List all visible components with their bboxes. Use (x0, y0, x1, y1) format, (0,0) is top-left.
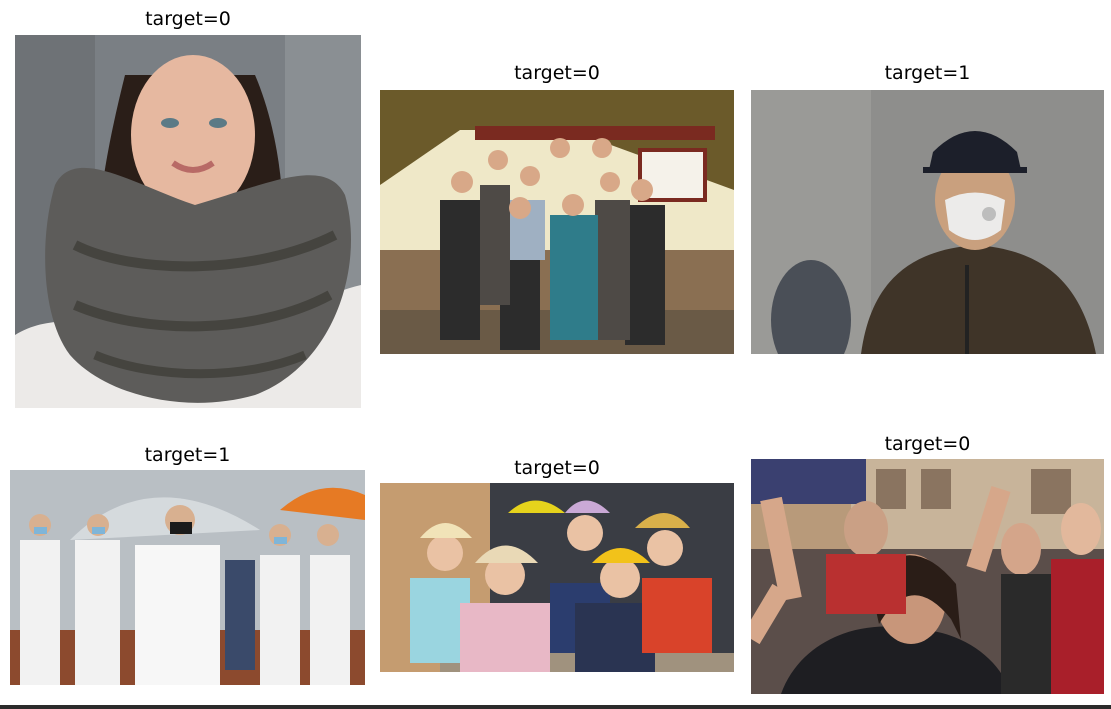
panel-4-image (10, 470, 365, 685)
panel-3-image (751, 90, 1104, 354)
panel-3-title: target=1 (884, 62, 971, 84)
bottom-divider (0, 705, 1111, 709)
panel-3: target=1 (751, 62, 1104, 354)
panel-5-image (380, 483, 734, 672)
panel-5: target=0 (380, 457, 734, 672)
panel-1: target=0 (15, 8, 361, 408)
panel-4: target=1 (10, 444, 365, 685)
panel-1-title: target=0 (145, 8, 231, 30)
panel-2-image (380, 90, 734, 354)
panel-2-title: target=0 (514, 62, 600, 84)
panel-6: target=0 (751, 433, 1104, 694)
panel-2: target=0 (380, 62, 734, 354)
panel-4-title: target=1 (144, 444, 231, 466)
panel-1-image (15, 35, 361, 408)
panel-5-title: target=0 (514, 457, 600, 479)
panel-6-image (751, 459, 1104, 694)
panel-6-title: target=0 (884, 433, 971, 455)
